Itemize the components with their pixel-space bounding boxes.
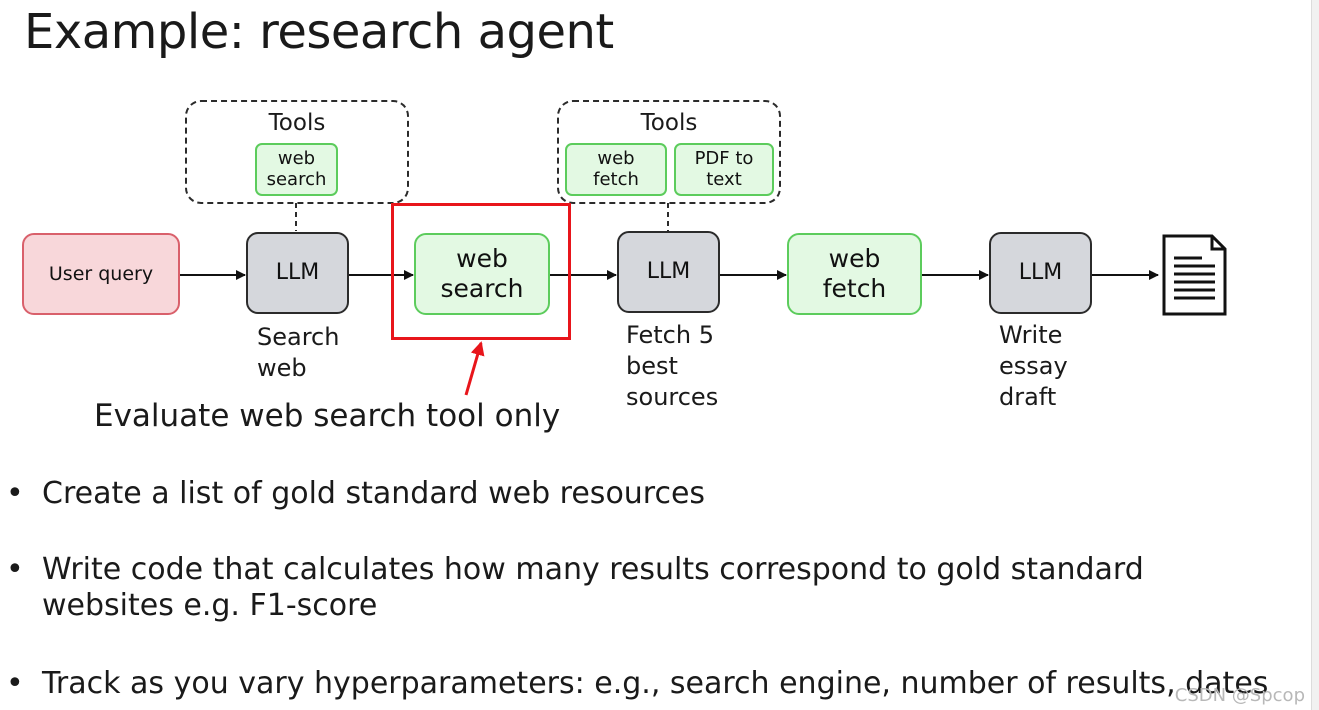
callout-arrow — [464, 341, 485, 396]
llm-node-search: LLM — [246, 232, 349, 314]
tools-group-2-label: Tools — [640, 110, 698, 136]
bullet-marker: • — [6, 666, 24, 701]
bullet-text: Create a list of gold standard web resou… — [42, 476, 706, 511]
chip-pdf-to-text: PDF to text — [674, 143, 774, 196]
tools-group-1-label: Tools — [268, 110, 326, 136]
step-label-fetch-sources: Fetch 5 best sources — [626, 321, 719, 411]
tools-group-1 — [185, 100, 409, 204]
watermark: CSDN @Spcop — [1174, 685, 1305, 706]
evaluation-callout: Evaluate web search tool only — [94, 398, 561, 434]
bullet-marker: • — [6, 476, 24, 511]
web-fetch-node: web fetch — [787, 233, 922, 315]
chip-web-search: web search — [255, 143, 338, 196]
llm-node-fetch: LLM — [617, 231, 720, 313]
document-icon — [1162, 234, 1227, 316]
user-query-node: User query — [22, 233, 180, 315]
bullet-marker: • — [6, 552, 24, 587]
bullet-text: Write code that calculates how many resu… — [42, 552, 1144, 623]
page-title: Example: research agent — [24, 4, 614, 60]
step-label-search-web: Search web — [257, 323, 340, 382]
evaluation-highlight-box — [391, 203, 571, 340]
chip-web-fetch: web fetch — [565, 143, 667, 196]
step-label-write-draft: Write essay draft — [999, 321, 1068, 411]
bullet-text: Track as you vary hyperparameters: e.g.,… — [42, 666, 1269, 701]
llm-node-write: LLM — [989, 232, 1092, 314]
tools-group-2 — [557, 100, 781, 204]
web-search-node: web search — [414, 233, 550, 315]
scrollbar[interactable] — [1311, 0, 1319, 710]
